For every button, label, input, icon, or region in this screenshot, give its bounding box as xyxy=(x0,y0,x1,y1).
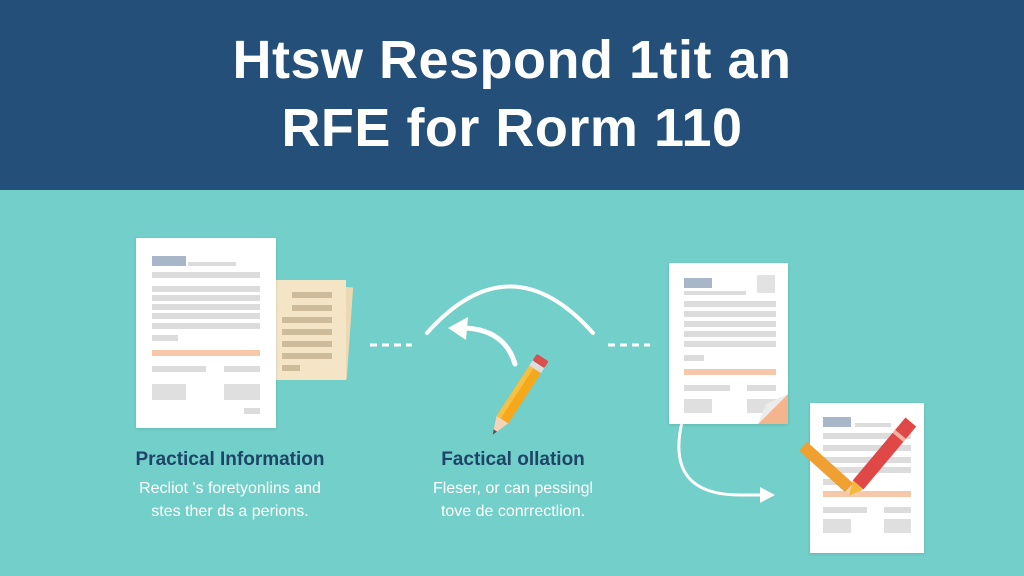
notes-paper xyxy=(274,280,346,380)
curved-arrow xyxy=(462,325,518,367)
step-1-title: Practical Information xyxy=(135,449,325,470)
checkmark-pencils-icon xyxy=(798,417,917,498)
flow-arrow xyxy=(677,420,770,497)
step-1-caption: Practical Information Recliot 's foretyo… xyxy=(90,449,370,523)
arrow-head-icon xyxy=(448,317,468,340)
header-banner: Htsw Respond 1tit an RFE for Rorm 110 xyxy=(0,0,1024,190)
title-line-2: RFE for Rorm 110 xyxy=(281,98,743,158)
page-curl-icon xyxy=(758,394,788,424)
title-line-1: Htsw Respond 1tit an xyxy=(232,30,792,90)
rfe-document xyxy=(669,263,788,424)
large-arc xyxy=(425,284,595,335)
step-2-caption: Factical ollation Fleser, or can pessing… xyxy=(383,449,643,523)
flow-arrow-head-icon xyxy=(760,487,775,503)
step-1-description: Recliot 's foretyonlins and stes ther ds… xyxy=(139,480,321,520)
form-document xyxy=(136,238,276,428)
pencil-icon xyxy=(492,354,548,435)
step-2-description: Fleser, or can pessingl tove de conrrect… xyxy=(432,480,594,520)
step-2-title: Factical ollation xyxy=(441,449,585,470)
page-title: Htsw Respond 1tit an RFE for Rorm 110 xyxy=(0,26,1024,162)
